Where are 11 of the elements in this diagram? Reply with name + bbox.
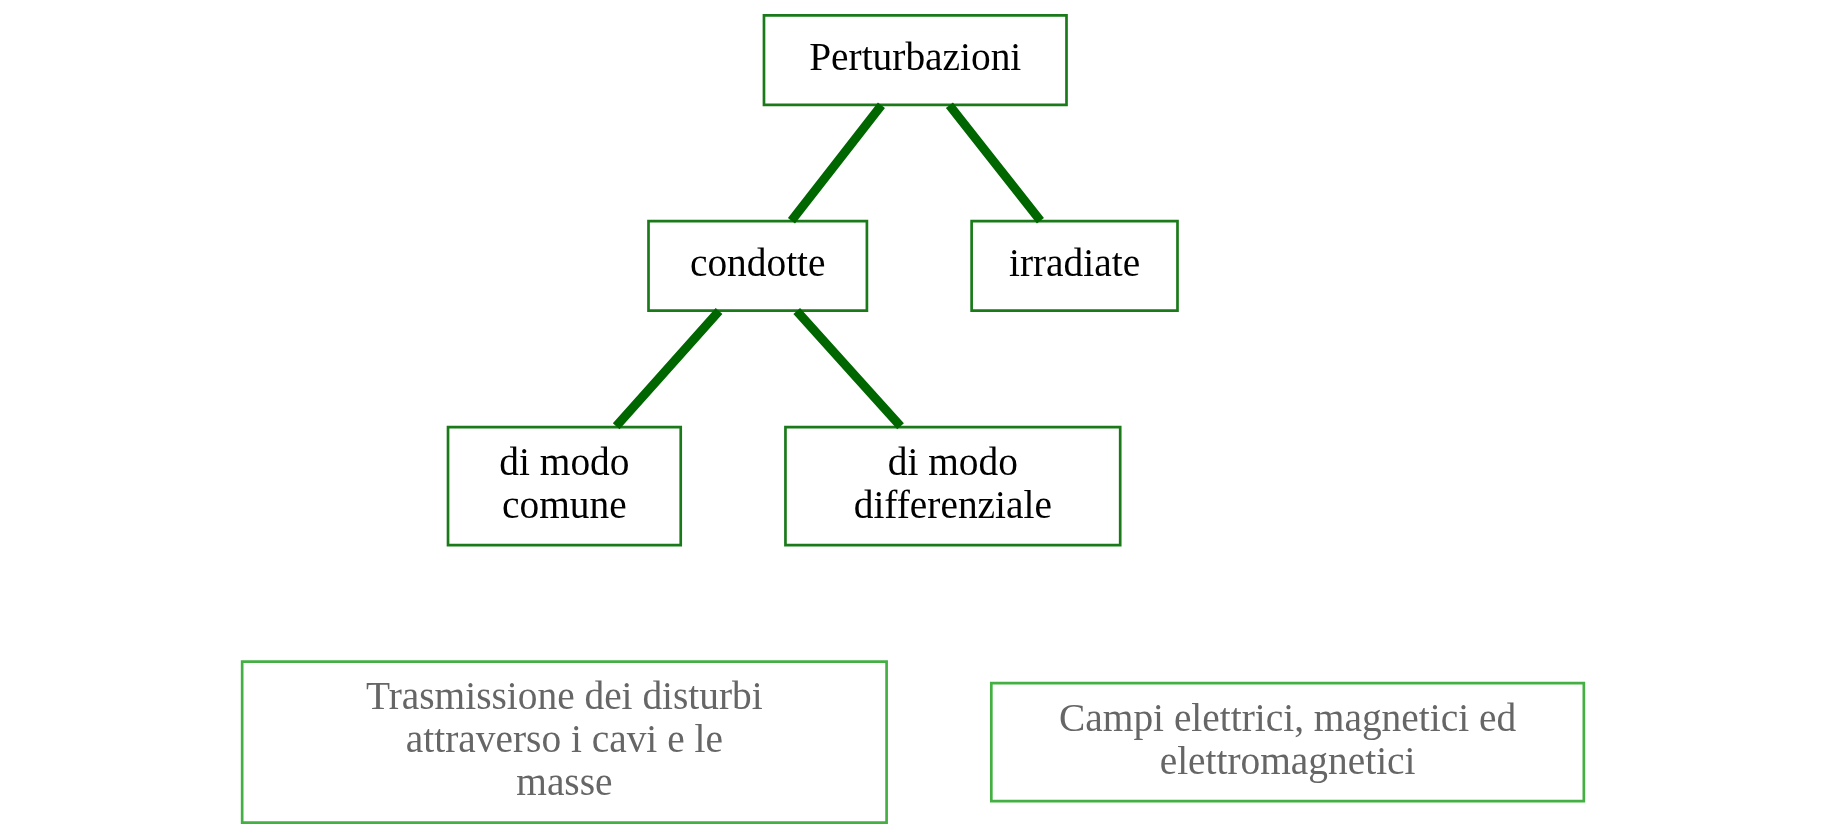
node-box: di modo differenziale <box>783 425 1122 547</box>
node-box: di modo comune <box>446 425 682 547</box>
connector <box>792 308 904 430</box>
connector <box>945 102 1044 224</box>
connector <box>612 308 722 430</box>
connector <box>787 102 885 224</box>
node-box: Campi elettrici, magnetici ed elettromagnetici <box>989 681 1585 803</box>
node-box: Trasmissione dei disturbi attraverso i cavi e le masse <box>240 660 888 824</box>
node-box: irradiate <box>969 219 1179 313</box>
node-box: condotte <box>646 219 868 313</box>
node-box: Perturbazioni <box>762 14 1068 107</box>
